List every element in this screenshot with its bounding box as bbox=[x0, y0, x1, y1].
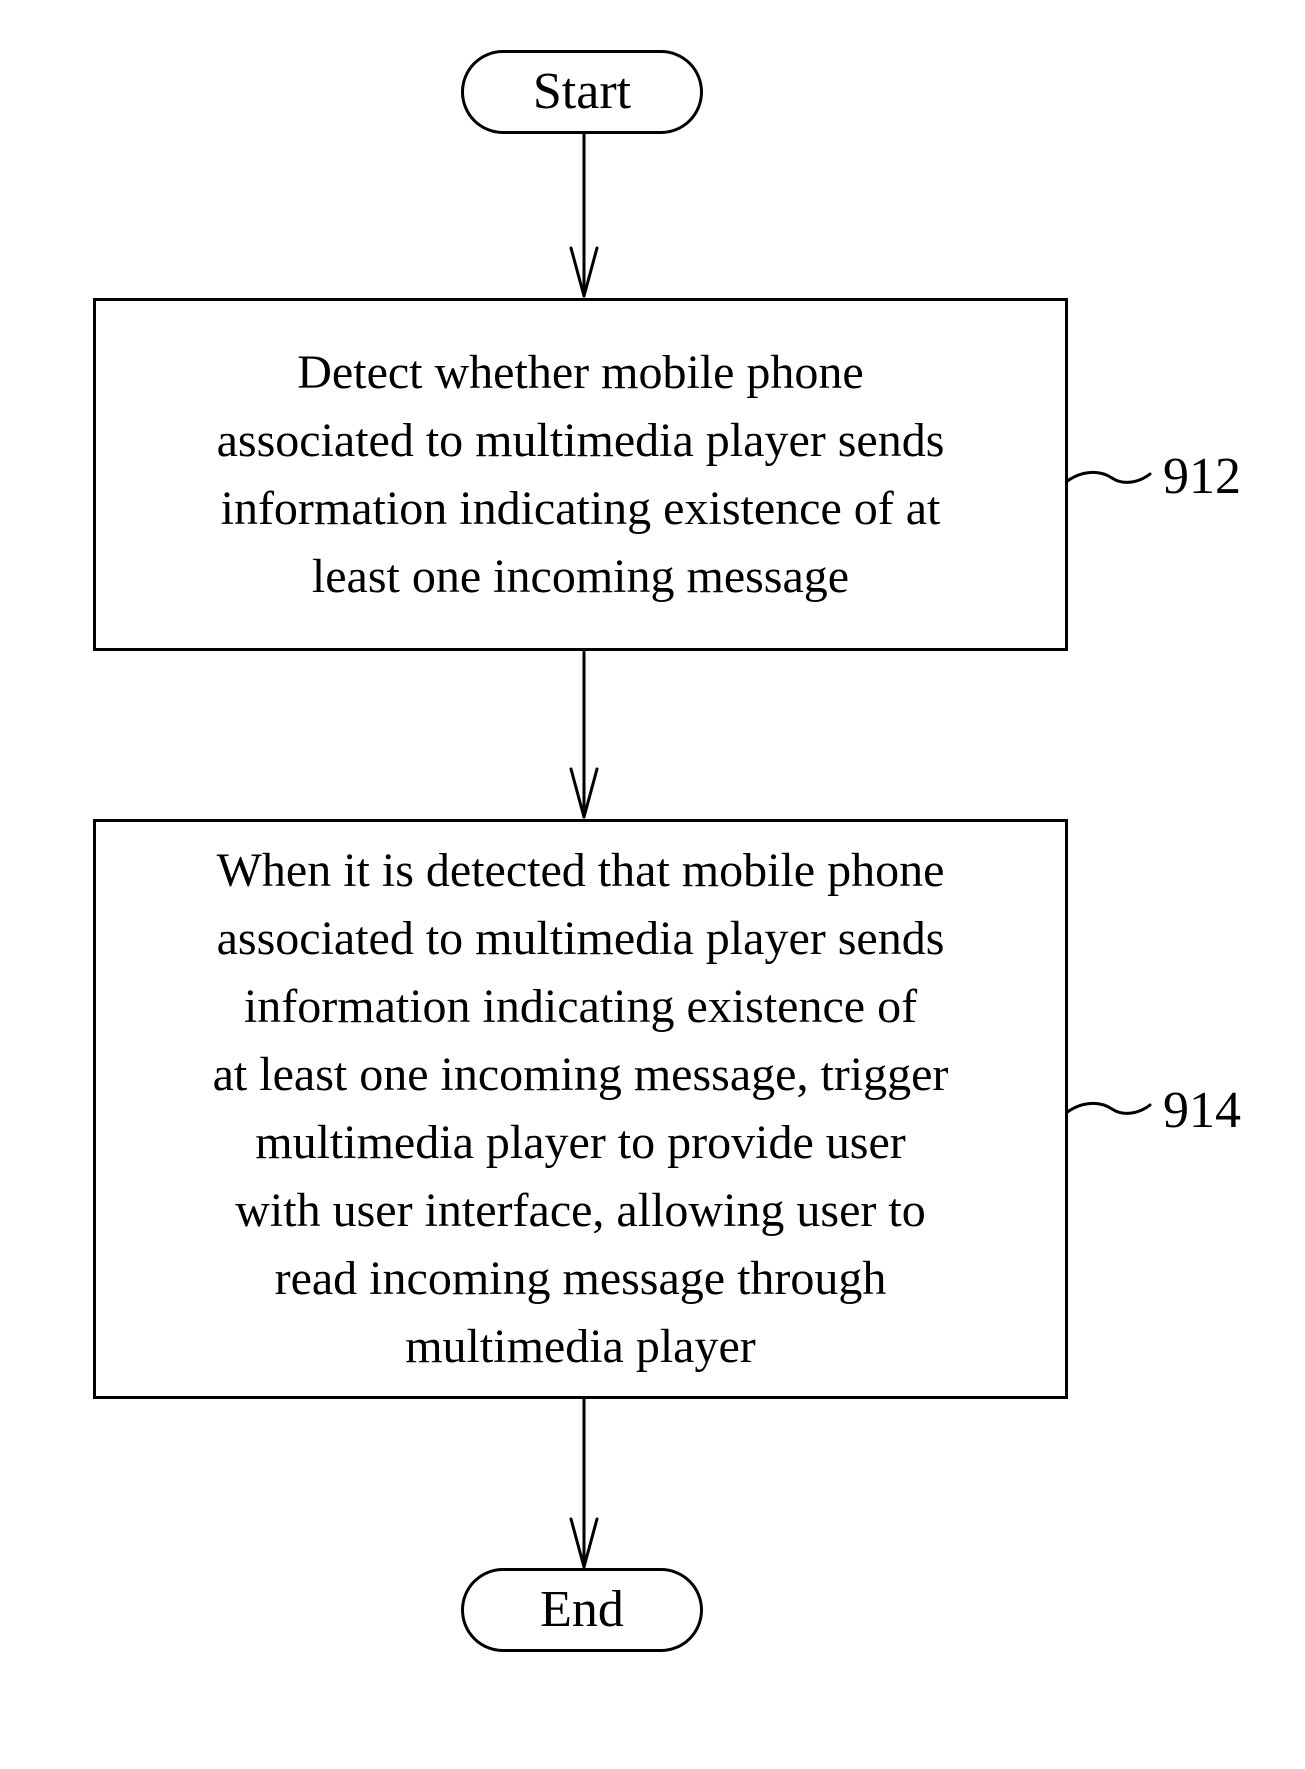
start-label: Start bbox=[533, 66, 631, 118]
end-terminal: End bbox=[461, 1568, 703, 1652]
process-box-914: When it is detected that mobile phone as… bbox=[93, 819, 1068, 1399]
start-terminal: Start bbox=[461, 50, 703, 134]
process-text-912: Detect whether mobile phone associated t… bbox=[217, 339, 945, 611]
process-box-912: Detect whether mobile phone associated t… bbox=[93, 298, 1068, 651]
leader-914 bbox=[1066, 1103, 1150, 1113]
process-text-914: When it is detected that mobile phone as… bbox=[213, 837, 949, 1381]
ref-label-914: 914 bbox=[1163, 1085, 1241, 1137]
leader-912 bbox=[1066, 472, 1150, 482]
ref-label-912: 912 bbox=[1163, 451, 1241, 503]
end-label: End bbox=[540, 1584, 624, 1636]
